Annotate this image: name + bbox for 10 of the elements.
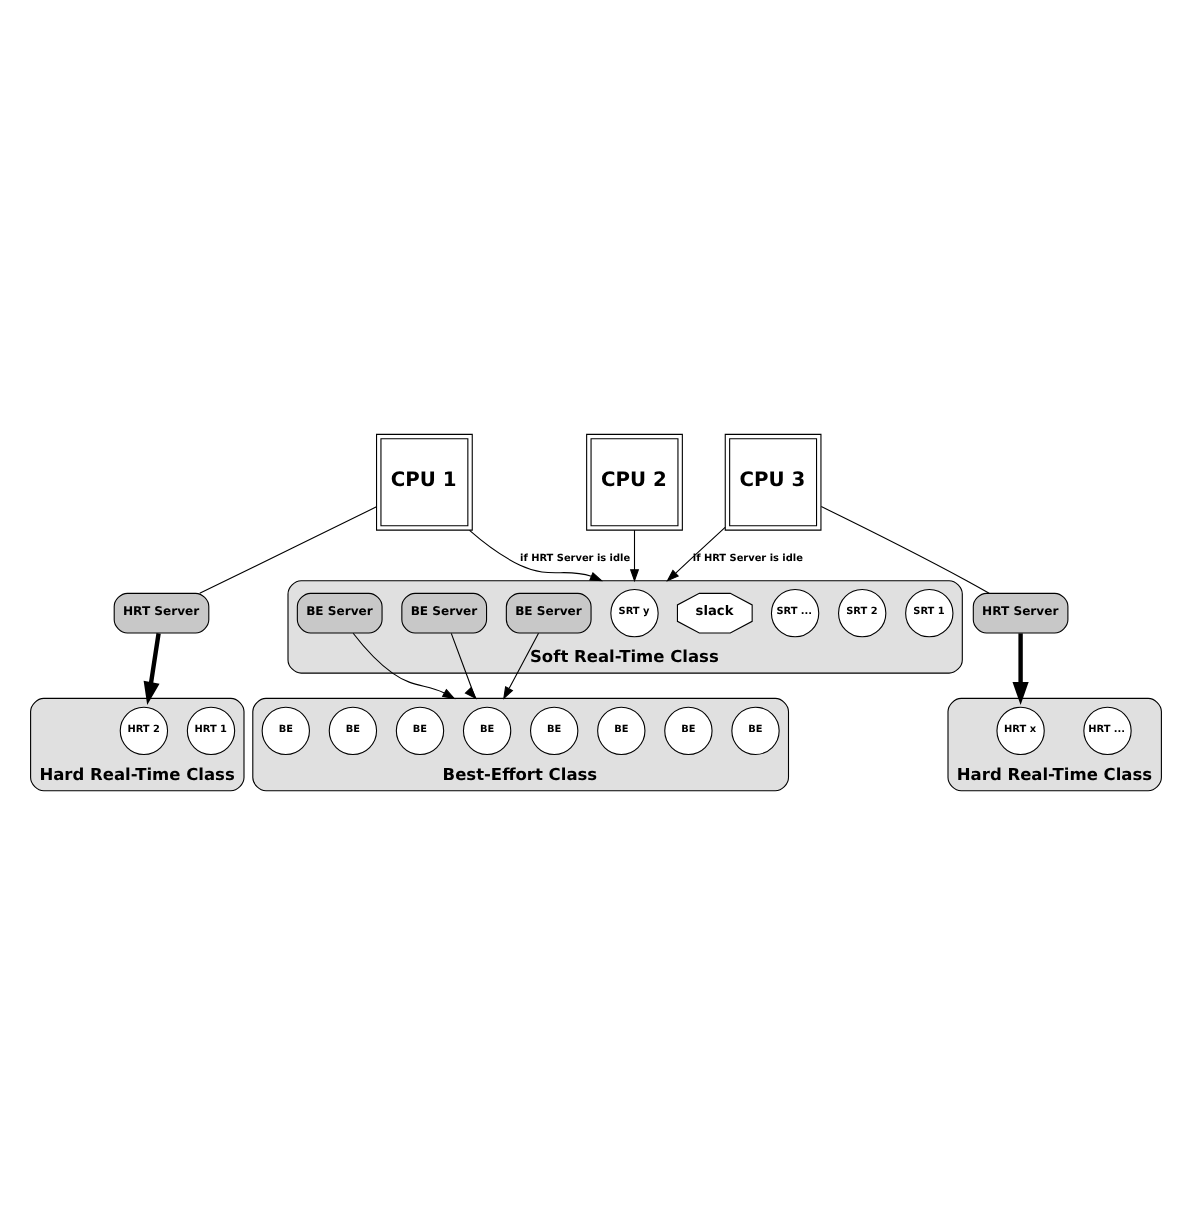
- arrow: [352, 631, 456, 699]
- arrow: [1012, 632, 1029, 705]
- arrow: [629, 528, 640, 582]
- arrow: [450, 631, 477, 699]
- connector: [820, 505, 990, 593]
- arrow: [666, 525, 726, 581]
- arrow: [143, 632, 161, 704]
- connector: [199, 505, 378, 593]
- arrow: [503, 631, 540, 699]
- arrow: [469, 528, 604, 581]
